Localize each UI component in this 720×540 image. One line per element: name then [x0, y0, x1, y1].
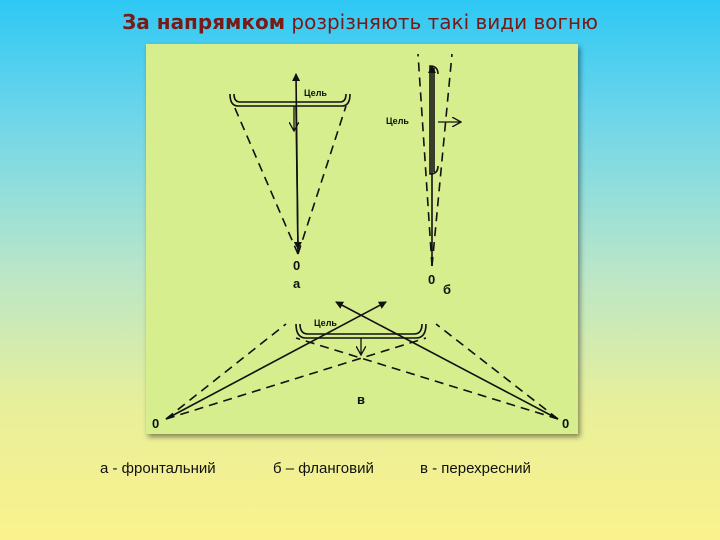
part-label-a: а [293, 276, 301, 291]
origin-label-c-left: 0 [152, 416, 159, 431]
dash-left-b [417, 53, 433, 267]
target-label-b: Цель [386, 116, 409, 126]
fire-line-right-c [335, 301, 559, 420]
dash-right-b [431, 53, 453, 267]
target-trench-b [429, 65, 439, 175]
fire-directions-diagram: Цель 0 а Цель 0 б Цель 0 0 [146, 44, 578, 434]
dash-right-inner-c [295, 337, 559, 420]
origin-label-c-right: 0 [562, 416, 569, 431]
target-trench-a [229, 93, 351, 107]
part-label-b: б [443, 282, 451, 297]
caption-frontal: а - фронтальний [100, 460, 216, 477]
crossfire-scheme: Цель 0 0 в [152, 301, 569, 431]
dash-left-outer-c [165, 323, 287, 420]
title-rest: розрізняють такі види вогню [285, 10, 598, 34]
caption-crossfire: в - перехресний [420, 460, 531, 477]
target-label-c: Цель [314, 318, 337, 328]
frontal-fire-scheme: Цель 0 а [229, 73, 351, 291]
dash-right-outer-c [435, 323, 559, 420]
caption-flanking: б – фланговий [273, 460, 374, 477]
dash-left-a [233, 105, 299, 255]
origin-label-a: 0 [293, 258, 300, 273]
flanking-fire-scheme: Цель 0 б [386, 53, 460, 297]
target-label-a: Цель [304, 88, 327, 98]
slide-title: За напрямком розрізняють такі види вогню [0, 10, 720, 34]
title-bold: За напрямком [122, 10, 286, 34]
return-line-a [293, 105, 302, 250]
part-label-c: в [357, 392, 365, 407]
diagram-svg: Цель 0 а Цель 0 б Цель 0 0 [152, 53, 569, 431]
fire-line-left-c [165, 301, 387, 420]
origin-label-b: 0 [428, 272, 435, 287]
dash-right-a [297, 105, 347, 255]
dash-left-inner-c [165, 337, 427, 420]
